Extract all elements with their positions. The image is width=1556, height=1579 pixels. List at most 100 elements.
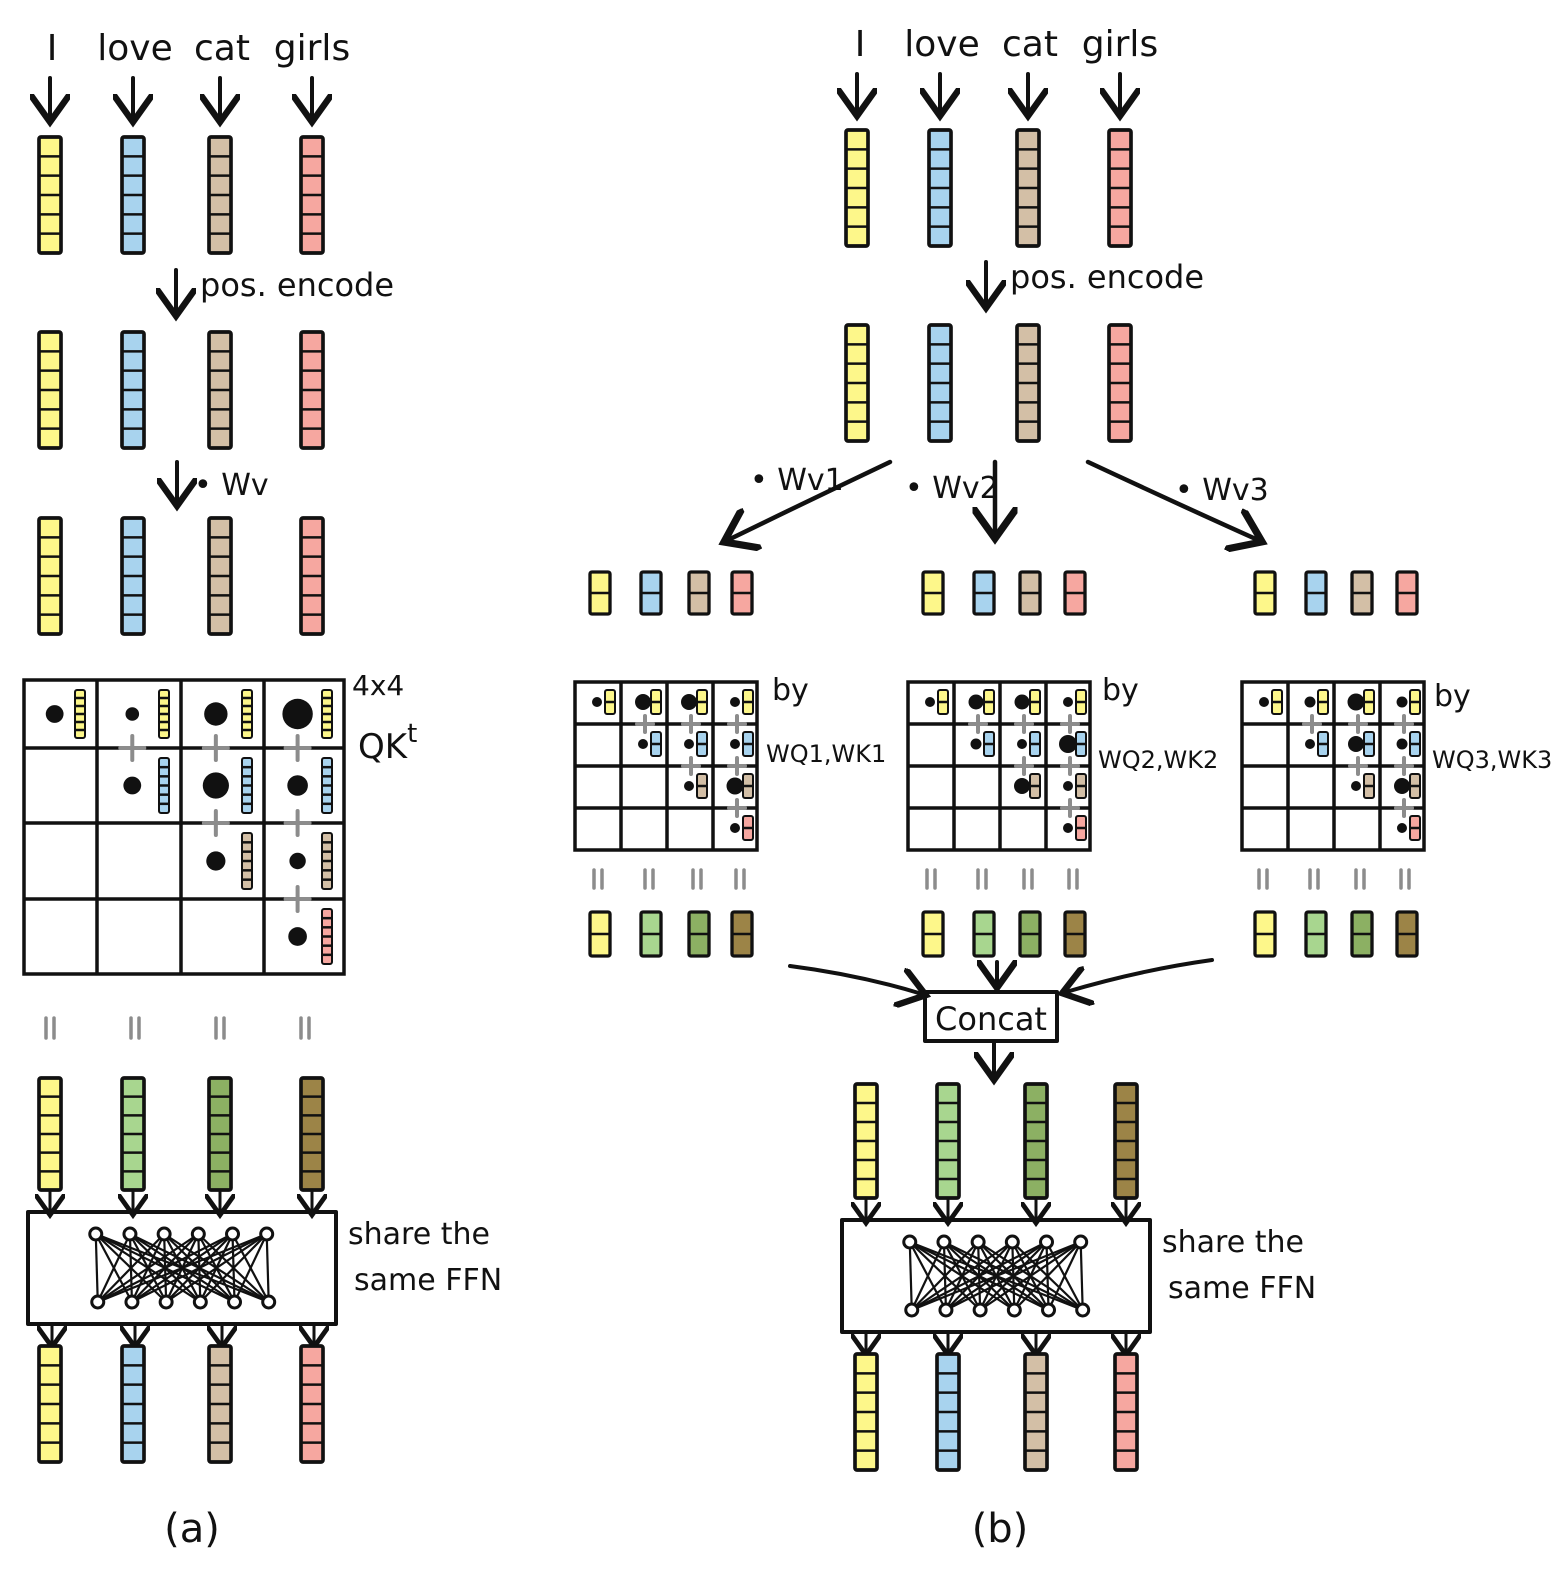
value-vector-cat [241, 832, 253, 890]
head-value-vector-I [921, 570, 945, 616]
concat-label: Concat [935, 1000, 1047, 1038]
value-vector-I [604, 689, 616, 715]
plus-icon [635, 714, 655, 734]
head-output-vector [1018, 910, 1042, 958]
value-vector-I [158, 689, 170, 739]
output-vector-love [120, 1344, 146, 1464]
equals-icon [734, 868, 746, 890]
attention-weight-dot [125, 707, 140, 721]
embedding-vector-love [120, 330, 146, 450]
attention-weight-dot [1017, 739, 1027, 749]
embedding-vector-I [37, 330, 63, 450]
attention-head-2 [906, 570, 1092, 958]
neuron-node [936, 1234, 952, 1250]
plus-icon [727, 798, 747, 818]
embedding-vector-love [120, 516, 146, 636]
head-2-projection-label: • Wv2 [905, 471, 999, 506]
plus-icon [118, 734, 147, 762]
embedding-vector-love [120, 135, 146, 255]
value-vector-love [1409, 731, 1421, 757]
final-output-row [39, 1322, 323, 1464]
neuron-node [88, 1226, 104, 1242]
embedding-vector-girls [299, 516, 325, 636]
token-arrows [857, 72, 1120, 112]
ffn-label-line1: share the [348, 1217, 490, 1252]
head-3-by-label: by [1434, 679, 1471, 714]
value-vector-girls [1409, 815, 1421, 841]
equals-icon [643, 868, 655, 890]
attention-weight-dot [730, 739, 740, 749]
value-vector-cat [1029, 773, 1041, 799]
embedding-vector-girls [299, 330, 325, 450]
attention-weight-dot [204, 702, 228, 726]
value-vector-I [1029, 689, 1041, 715]
attention-weight-dot [206, 851, 226, 871]
plus-icon [1394, 756, 1414, 776]
embedding-vector-I [37, 516, 63, 636]
head-value-vector-love [972, 570, 996, 616]
equals-icon [691, 868, 703, 890]
neuron-node [227, 1294, 243, 1310]
embedding-vector-I [844, 128, 870, 248]
concat-vector [935, 1082, 961, 1200]
equals-icon [976, 868, 988, 890]
attention-weight-dot [1063, 781, 1073, 791]
plus-icon [283, 809, 312, 837]
arrow-head3-to-concat [1066, 958, 1214, 992]
attention-weight-dot [202, 772, 229, 799]
embedding-vector-girls [1107, 128, 1133, 248]
value-vector-girls [321, 908, 333, 965]
attention-weight-dot [1351, 781, 1361, 791]
plus-icon [1302, 714, 1322, 734]
context-vector [37, 1076, 63, 1192]
head-value-vector-girls [730, 570, 754, 616]
embedding-vector-girls [1107, 323, 1133, 443]
context-vector [207, 1076, 233, 1192]
neuron-node [259, 1226, 275, 1242]
equals-icon [214, 1016, 226, 1040]
arrow-to-head-1 [728, 459, 893, 540]
attention-weight-dot [1063, 823, 1073, 833]
attention-weight-dot [1396, 696, 1408, 708]
equals-icon [129, 1016, 141, 1040]
value-vector-love [1029, 731, 1041, 757]
neuron-node [904, 1302, 920, 1318]
head-output-vector [588, 910, 612, 958]
token-label: I [855, 24, 866, 65]
head-value-vector-girls [1395, 570, 1419, 616]
plus-icon [283, 885, 312, 913]
matrix-op-label: QKt [358, 719, 417, 767]
pos-encode-label: pos. encode [200, 266, 394, 304]
embedding-vector-cat [207, 330, 233, 450]
caption-b: (b) [972, 1506, 1029, 1552]
output-vector-girls [1113, 1352, 1139, 1472]
pos-encode-step: pos. encode [986, 258, 1204, 304]
attention-weight-dot [1014, 778, 1030, 794]
equals-icon [1022, 868, 1034, 890]
neural-network-icon [902, 1234, 1091, 1318]
equals-icon [925, 868, 937, 890]
attention-weight-dot [730, 697, 740, 707]
pos-encode-label: pos. encode [1010, 258, 1204, 296]
token-label: girls [274, 28, 350, 69]
head-projection-arrows: • Wv1 • Wv2 • Wv3 [728, 459, 1269, 540]
embedding-row-values [37, 516, 325, 636]
neuron-node [1004, 1234, 1020, 1250]
value-vector-love [1075, 731, 1087, 757]
output-vector-love [935, 1352, 961, 1472]
value-vector-love [321, 757, 333, 814]
head-attention-matrix [573, 680, 759, 852]
matrix-size-label: 4x4 [352, 669, 404, 702]
concat-vector [1113, 1082, 1139, 1200]
attention-weight-dot [1347, 693, 1365, 711]
value-vector-I [1075, 689, 1087, 715]
head-output-vector [1063, 910, 1087, 958]
neuron-node [1073, 1234, 1089, 1250]
neuron-node [225, 1226, 241, 1242]
plus-icon [1014, 756, 1034, 776]
panel-a: I love cat girls pos. encode • Wv 4x4 QK… [22, 28, 502, 1552]
neuron-node [1039, 1234, 1055, 1250]
plus-icon [1060, 798, 1080, 818]
head-output-vector [639, 910, 663, 958]
